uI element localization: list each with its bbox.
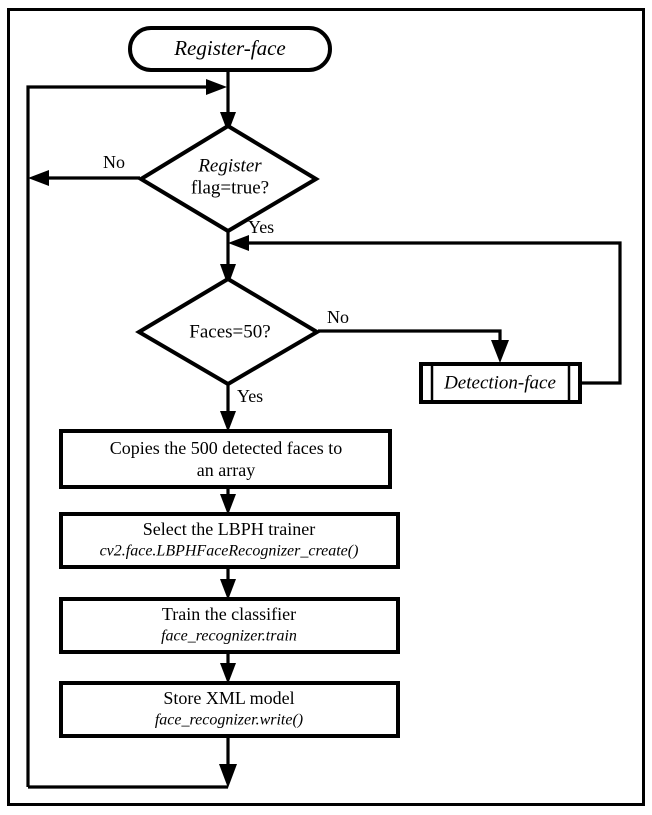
node-train-classifier-label-line1: Train the classifier (162, 604, 296, 624)
node-detection-face-label: Detection-face (443, 372, 556, 393)
arrowhead-faces-no-to-detection (491, 340, 509, 363)
arrowhead-select-to-train (220, 579, 236, 600)
node-train-classifier-label-line2: face_recognizer.train (161, 628, 297, 645)
arrowhead-faces-yes-to-copy (220, 411, 236, 432)
node-select-trainer-label-line2: cv2.face.LBPHFaceRecognizer_create() (100, 543, 359, 560)
arrowhead-start-to-register-decision (220, 112, 236, 133)
node-train-classifier[interactable] (59, 597, 400, 654)
node-register-decision-label-line2: flag=true? (191, 177, 269, 198)
node-start-label: Register-face (173, 36, 286, 60)
node-detection-face[interactable] (419, 362, 582, 404)
node-copy-faces-label-line2: an array (197, 460, 255, 480)
diagram-border (7, 8, 645, 806)
node-select-trainer[interactable] (59, 512, 400, 569)
node-select-trainer-label-line1: Select the LBPH trainer (143, 519, 315, 539)
node-start-terminator[interactable] (128, 26, 332, 72)
node-store-model[interactable] (59, 681, 400, 738)
node-store-model-label-line2: face_recognizer.write() (155, 712, 303, 729)
edge-label-faces-no: No (327, 307, 349, 327)
arrowhead-train-to-store (220, 663, 236, 684)
node-faces-decision-label: Faces=50? (189, 321, 270, 342)
arrowhead-store-to-loop (219, 764, 237, 788)
node-copy-faces-label-line1: Copies the 500 detected faces to (110, 438, 342, 458)
node-faces-decision[interactable] (135, 276, 321, 387)
arrowhead-detection-return (228, 235, 249, 251)
node-register-decision-label-line1: Register (197, 155, 262, 176)
edge-faces-no-to-detection (318, 329, 502, 357)
arrowhead-loop-back-to-start (206, 79, 227, 95)
node-copy-faces[interactable] (59, 429, 392, 489)
edge-label-register-no: No (103, 152, 125, 172)
edge-label-faces-yes: Yes (237, 386, 263, 406)
arrowhead-copy-to-select (220, 494, 236, 515)
arrowhead-register-no (28, 170, 49, 186)
edge-loop-back-to-start (26, 85, 222, 787)
node-store-model-label-line1: Store XML model (163, 688, 294, 708)
node-register-decision[interactable] (137, 123, 320, 234)
arrowhead-register-yes-to-faces-decision (220, 264, 236, 286)
edge-label-register-yes: Yes (248, 217, 274, 237)
edge-detection-return-to-faces-decision (233, 241, 622, 385)
